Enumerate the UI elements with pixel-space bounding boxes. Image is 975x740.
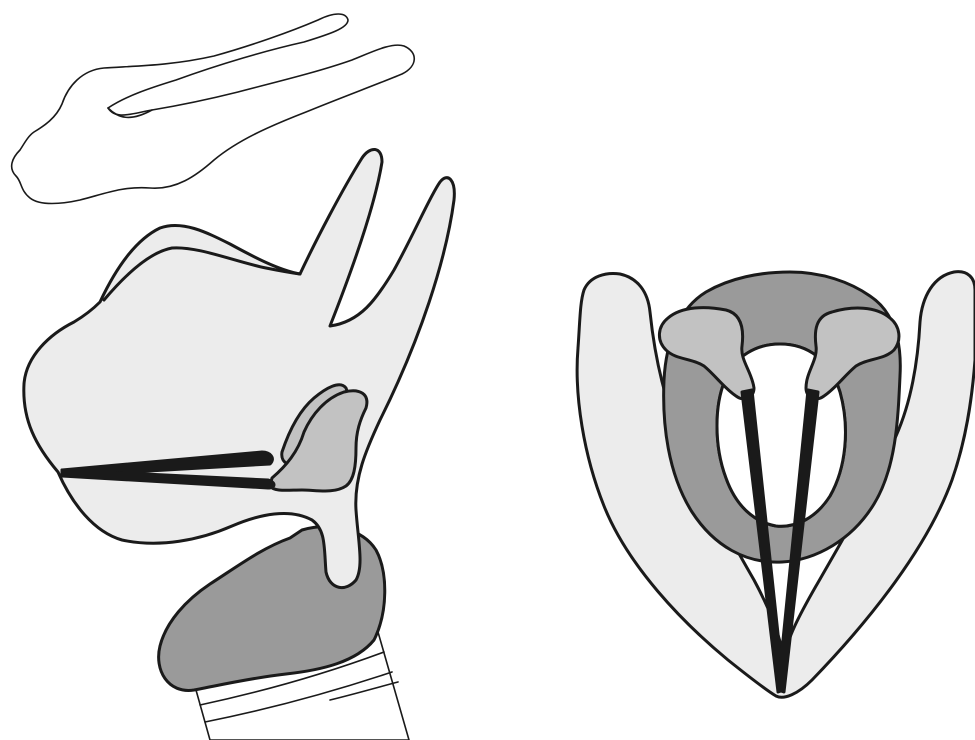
superior-view xyxy=(577,272,975,698)
lateral-view xyxy=(12,14,455,740)
thyroid-cartilage-lateral xyxy=(24,149,455,587)
